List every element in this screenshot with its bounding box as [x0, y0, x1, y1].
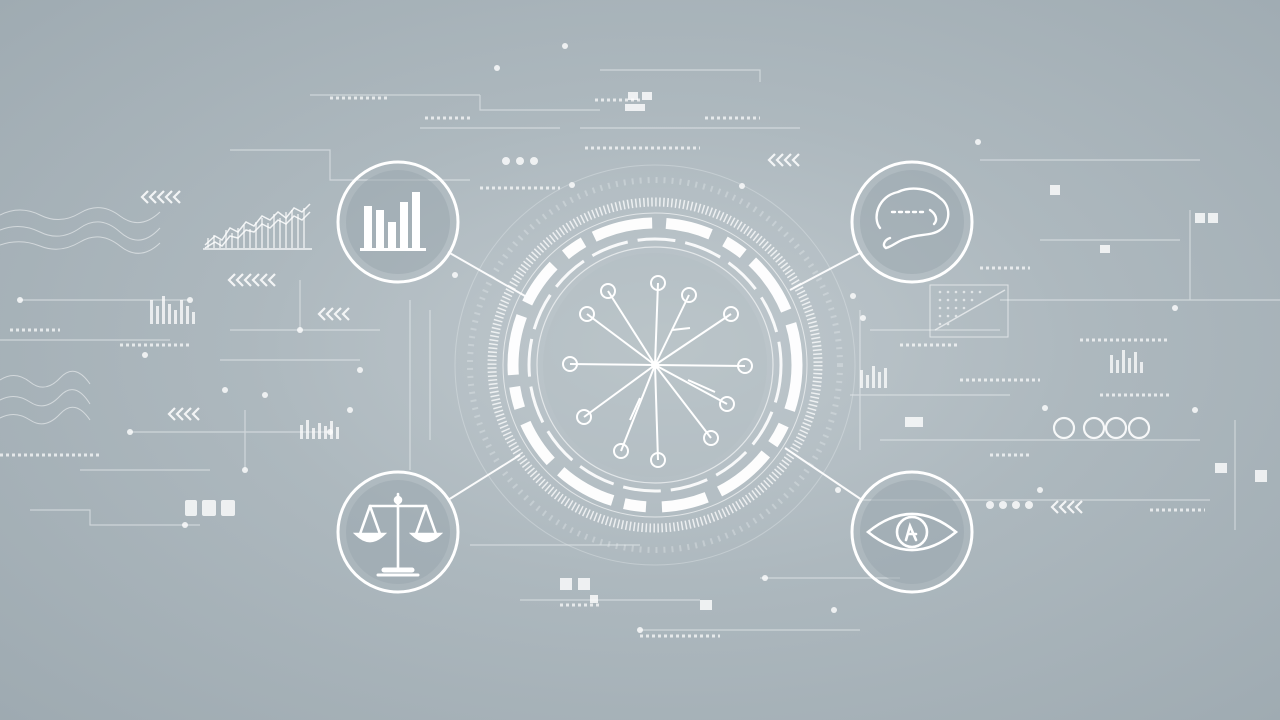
hub-connectors	[447, 251, 863, 501]
satellite-brain	[850, 160, 974, 284]
gauge-rings	[1052, 416, 1151, 440]
background-dot-grid	[929, 284, 1009, 338]
data-blocks	[185, 92, 1267, 610]
network-nodes-icon	[562, 275, 753, 468]
dashed-data-strips	[0, 96, 1205, 638]
satellite-justice-scales	[336, 470, 460, 594]
mini-bar-clusters	[150, 296, 1143, 439]
eye-icon	[865, 512, 959, 552]
bar-chart-icon	[360, 192, 426, 251]
satellite-bar-chart	[336, 160, 460, 284]
background-wave-lines	[0, 207, 161, 425]
satellite-eye	[850, 470, 974, 594]
brain-icon	[875, 187, 950, 250]
hub-backdrop	[454, 164, 856, 566]
background-circuitry	[0, 69, 1280, 631]
chevron-markers	[140, 153, 1083, 514]
background-line-chart-fill	[207, 208, 305, 248]
justice-scales-icon	[352, 492, 444, 577]
